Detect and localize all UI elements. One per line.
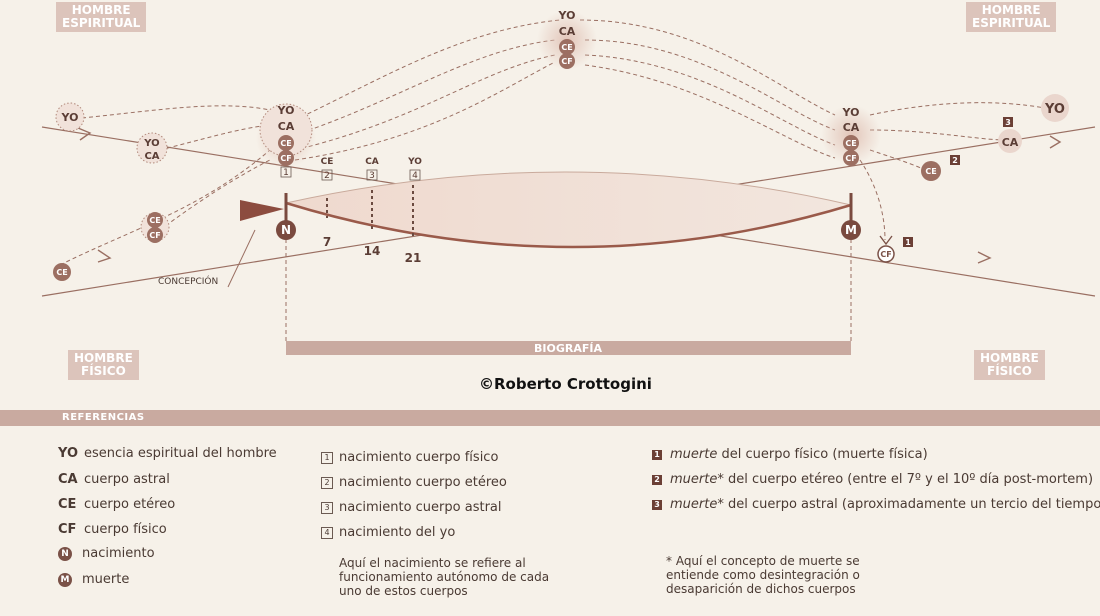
age-14: 14 (364, 244, 381, 258)
arrow-2 (977, 251, 992, 264)
yo-early-label: YO (143, 138, 159, 149)
arrow-4 (97, 249, 112, 263)
ca-early-label: CA (144, 151, 159, 162)
birth-ca-label: CA (278, 120, 295, 133)
birth-num-1: 1 (283, 168, 289, 178)
yo-circle-end (1041, 94, 1069, 122)
death-num-2: 2 (952, 156, 958, 165)
arrow-3 (1049, 135, 1062, 149)
birth-num-2: 2 (324, 171, 330, 181)
birth-num-3: 3 (369, 171, 375, 181)
m-marker: M (845, 223, 857, 237)
birth-note: Aquí el nacimiento se refiere al funcion… (339, 556, 550, 598)
death-note: * Aquí el concepto de muerte se entiende… (666, 554, 860, 596)
age-21: 21 (405, 251, 422, 265)
arrow-1 (77, 127, 92, 141)
post-ce-label: CE (925, 167, 936, 176)
early-cf-label: CF (149, 231, 160, 240)
birth-yo-label: YO (277, 104, 295, 117)
hombre-fisico-right: HOMBRE FÍSICO (974, 350, 1045, 380)
death-num-1: 1 (905, 238, 911, 247)
concepcion-label: CONCEPCIÓN (158, 275, 218, 287)
birth-top-2: CE (321, 157, 334, 167)
top-ce-label: CE (561, 43, 572, 52)
early-ce-label: CE (149, 216, 160, 225)
start-ce-label: CE (56, 268, 67, 277)
yo-circle-start (55, 102, 85, 132)
birth-top-4: YO (407, 157, 422, 167)
hombre-fisico-left: HOMBRE FÍSICO (68, 350, 139, 380)
trajectories (59, 19, 1046, 266)
life-cycle-diagram: YO YO CA YO CA YO CA YO CA YO CA CE CF C… (41, 9, 1096, 355)
concepcion-pointer (227, 229, 256, 288)
birth-cf-label: CF (280, 154, 291, 163)
death-cf-label: CF (845, 154, 856, 163)
death-yo-label: YO (842, 106, 860, 119)
cf-drop-arrow (879, 235, 893, 246)
biografia-bar (286, 341, 851, 355)
life-lens (286, 171, 851, 248)
top-cf-label: CF (561, 57, 572, 66)
birth-top-3: CA (365, 157, 379, 167)
birth-ce-label: CE (280, 139, 291, 148)
birth-num-4: 4 (412, 171, 418, 181)
yo-end-label: YO (1044, 102, 1065, 117)
ca-circle-end (998, 129, 1022, 153)
conception-wedge (240, 200, 284, 221)
post-cf-label: CF (880, 250, 891, 259)
hombre-espiritual-right: HOMBRE ESPIRITUAL (966, 2, 1057, 32)
biografia-label: BIOGRAFÍA (534, 342, 602, 355)
dark-circles (53, 39, 941, 281)
top-yo-label: YO (558, 9, 576, 22)
death-num-3: 3 (1005, 118, 1011, 127)
lens-lower (285, 201, 852, 249)
death-ca-label: CA (843, 121, 860, 134)
copyright: ©Roberto Crottogini (479, 375, 652, 393)
yo-start-label: YO (61, 111, 79, 124)
top-ca-label: CA (559, 25, 576, 38)
n-marker: N (281, 223, 291, 237)
ca-end-label: CA (1002, 136, 1019, 149)
references-title: REFERENCIAS (62, 412, 145, 423)
lens-upper (285, 171, 852, 206)
references-bar: REFERENCIAS (0, 410, 1100, 426)
death-ce-label: CE (845, 139, 856, 148)
birth-dotted-circle (259, 103, 313, 157)
age-7: 7 (323, 235, 331, 249)
yo-ca-circle (136, 132, 168, 164)
hombre-espiritual-left: HOMBRE ESPIRITUAL (56, 2, 147, 32)
